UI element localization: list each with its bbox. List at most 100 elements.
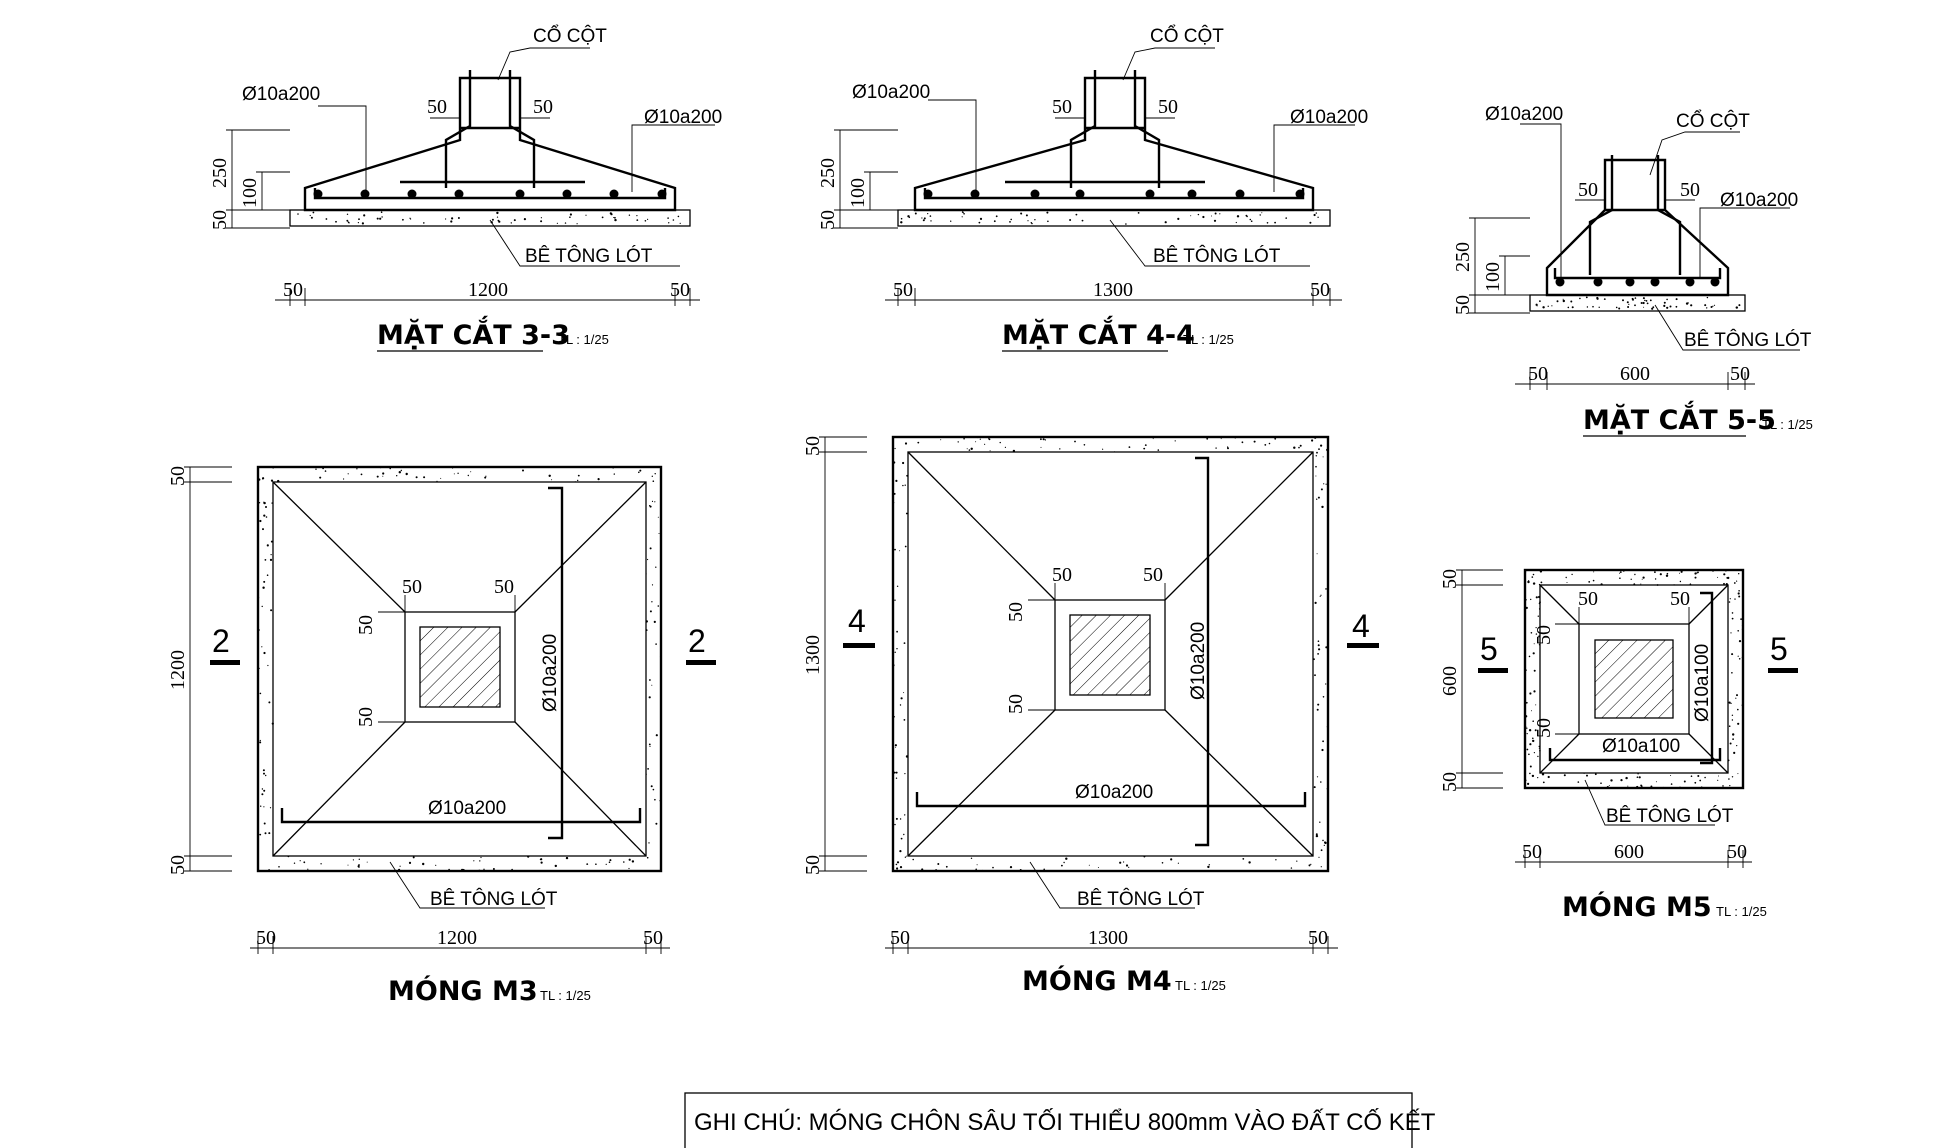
footing-outline: [1545, 158, 1730, 297]
speckle: [310, 216, 313, 219]
speckle: [1533, 752, 1535, 754]
speckle: [376, 475, 379, 478]
speckle: [1741, 624, 1744, 627]
speckle: [457, 217, 460, 219]
speckle: [263, 806, 265, 808]
rebar-dots: [313, 189, 667, 199]
leader-column-neck: [1649, 131, 1740, 176]
dim-height-250: 250: [817, 158, 839, 188]
speckle: [1525, 779, 1527, 781]
speckle: [659, 800, 661, 802]
dim-cover-right: 50: [1143, 564, 1163, 586]
speckle: [904, 814, 906, 816]
speckle: [1309, 221, 1312, 224]
speckle: [1152, 438, 1154, 440]
speckle: [380, 211, 383, 213]
speckle: [479, 860, 481, 862]
speckle: [1197, 213, 1200, 216]
column-section: [1594, 639, 1674, 719]
speckle: [348, 222, 350, 224]
leader-lean-concrete: [1029, 861, 1195, 909]
speckle: [540, 217, 543, 219]
dim-height-50: 50: [209, 210, 231, 230]
speckle: [1712, 305, 1714, 307]
speckle: [396, 475, 398, 477]
label-rebar-v: Ø10a200: [540, 634, 561, 712]
speckle: [1740, 618, 1742, 620]
dim-cover-left: 50: [1578, 179, 1598, 201]
section-3-3: CỔ CỘT Ø10a200 Ø10a200 BÊ TÔNG LÓT 50 50…: [209, 25, 722, 352]
speckle: [352, 859, 354, 861]
label-rebar-h: Ø10a200: [428, 798, 506, 819]
speckle: [1625, 776, 1628, 780]
speckle: [1704, 776, 1706, 779]
speckle: [423, 222, 425, 224]
section-mark-right: 5: [1770, 631, 1788, 667]
speckle: [569, 213, 573, 216]
lean-concrete-outline: [891, 435, 1330, 873]
speckle: [485, 475, 487, 477]
speckle: [1324, 841, 1327, 845]
speckle: [1706, 307, 1708, 309]
speckle: [1735, 697, 1737, 699]
speckle: [642, 870, 645, 872]
speckle: [1040, 446, 1042, 448]
dim-top-50: 50: [167, 466, 189, 486]
speckle: [893, 461, 896, 464]
dim-left-50: 50: [1528, 363, 1548, 385]
speckle: [1732, 733, 1735, 736]
speckle: [1706, 296, 1709, 299]
speckle: [1697, 571, 1699, 574]
speckle: [1322, 456, 1324, 458]
speckle: [903, 642, 906, 644]
dim-height-50: 50: [817, 210, 839, 230]
speckle: [450, 220, 453, 223]
dim-cover-right: 50: [533, 96, 553, 118]
speckle: [435, 864, 437, 866]
speckle: [1566, 582, 1568, 583]
speckle: [1319, 821, 1321, 823]
speckle: [1317, 703, 1320, 706]
speckle: [1215, 447, 1217, 449]
speckle: [1316, 776, 1319, 778]
speckle: [478, 869, 481, 872]
speckle: [1325, 683, 1327, 685]
speckle: [1027, 220, 1029, 222]
lean-concrete-slab: [289, 209, 691, 227]
speckle: [908, 216, 911, 219]
speckle: [1042, 438, 1045, 441]
speckle: [445, 218, 447, 220]
speckle: [900, 837, 903, 840]
speckle: [1310, 863, 1312, 866]
speckle: [347, 864, 349, 866]
speckle: [1600, 782, 1602, 784]
speckle: [1619, 571, 1622, 573]
speckle: [1326, 448, 1329, 451]
bottom-rebar: [923, 188, 1305, 200]
column-neck-outline: [1054, 599, 1166, 711]
speckle: [268, 701, 271, 704]
label-column-neck: CỔ CỘT: [1676, 110, 1750, 132]
speckle: [299, 860, 301, 862]
speckle: [287, 855, 290, 858]
speckle: [1741, 656, 1744, 659]
speckle: [565, 856, 569, 860]
speckle: [1242, 858, 1245, 860]
speckle: [667, 217, 669, 219]
speckle: [1004, 446, 1007, 448]
speckle: [1731, 719, 1734, 721]
speckle: [1636, 776, 1639, 778]
label-lean-concrete: BÊ TÔNG LÓT: [1077, 888, 1205, 910]
speckle: [297, 213, 299, 215]
speckle: [1594, 773, 1597, 776]
dim-cover-bottom: 50: [1533, 718, 1555, 738]
speckle: [628, 858, 631, 861]
section-4-4: CỔ CỘT Ø10a200 Ø10a200 BÊ TÔNG LÓT 50 50…: [817, 25, 1368, 352]
speckle: [523, 218, 527, 221]
scale-label: TL : 1/25: [1762, 417, 1813, 432]
speckle: [1731, 612, 1734, 614]
speckle: [269, 558, 273, 562]
speckle: [1570, 300, 1573, 303]
speckle: [1632, 298, 1634, 301]
speckle: [412, 856, 415, 859]
